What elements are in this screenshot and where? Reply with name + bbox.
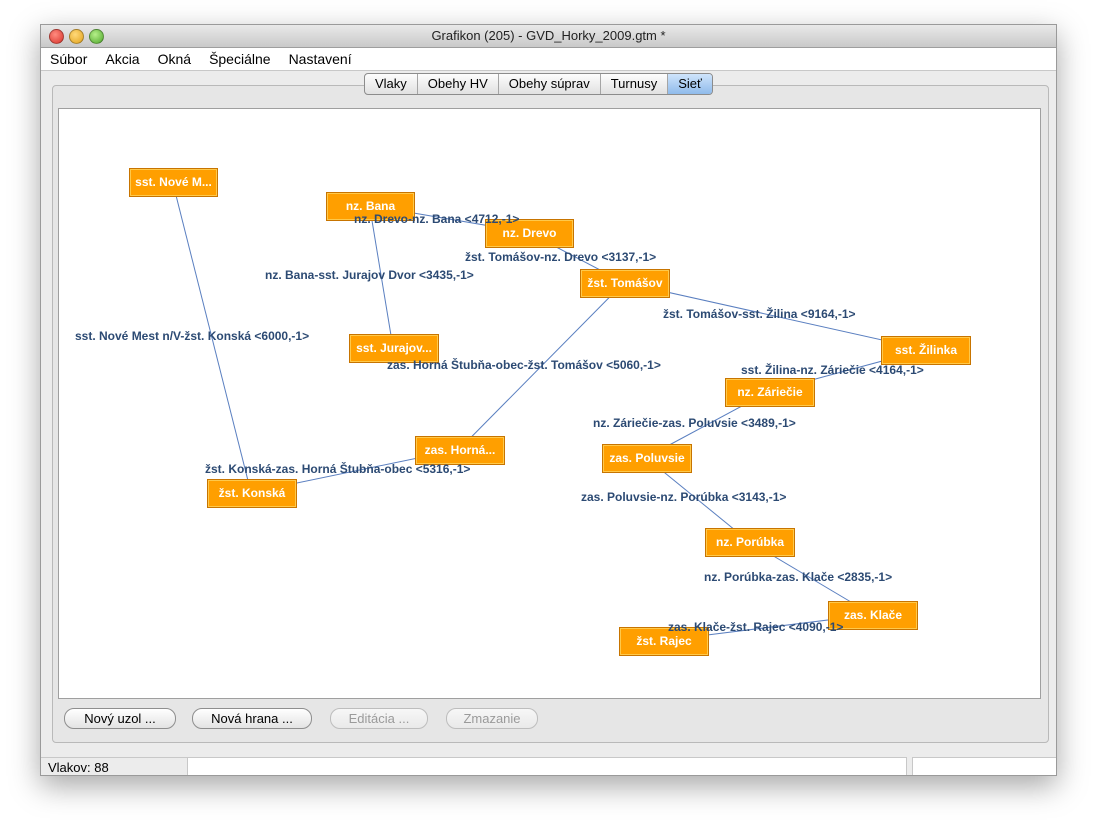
menu-nastaveni[interactable]: Nastavení xyxy=(288,51,352,67)
train-count-status: Vlakov: 88 xyxy=(41,757,188,775)
node-tomasov[interactable]: žst. Tomášov xyxy=(580,269,670,298)
menu-subor[interactable]: Súbor xyxy=(50,51,88,67)
node-konska[interactable]: žst. Konská xyxy=(207,479,297,508)
new-node-button[interactable]: Nový uzol ... xyxy=(64,708,176,729)
tab-obehy-hv[interactable]: Obehy HV xyxy=(418,74,499,94)
edge-label: zas. Klače-žst. Rajec <4090,-1> xyxy=(668,620,844,634)
edge-label: nz. Záriečie-zas. Poluvsie <3489,-1> xyxy=(593,416,796,430)
edge-label: žst. Tomášov-nz. Drevo <3137,-1> xyxy=(465,250,657,264)
app-window: Grafikon (205) - GVD_Horky_2009.gtm * Sú… xyxy=(40,24,1057,776)
menu-okna[interactable]: Okná xyxy=(157,51,192,67)
zoom-window-button[interactable] xyxy=(89,29,104,44)
node-nove-mesto[interactable]: sst. Nové M... xyxy=(129,168,218,197)
tab-siet[interactable]: Sieť xyxy=(668,74,712,94)
edge-label: zas. Horná Štubňa-obec-žst. Tomášov <506… xyxy=(387,358,661,372)
edge-label: nz. Drevo-nz. Bana <4712,-1> xyxy=(354,212,520,226)
node-porubka[interactable]: nz. Porúbka xyxy=(705,528,795,557)
close-window-button[interactable] xyxy=(49,29,64,44)
node-jurajov[interactable]: sst. Jurajov... xyxy=(349,334,439,363)
status-panel-right xyxy=(912,757,1056,775)
tab-vlaky[interactable]: Vlaky xyxy=(365,74,418,94)
delete-button: Zmazanie xyxy=(446,708,538,729)
edge-label: zas. Poluvsie-nz. Porúbka <3143,-1> xyxy=(581,490,787,504)
node-zilinka[interactable]: sst. Žilinka xyxy=(881,336,971,365)
new-edge-button[interactable]: Nová hrana ... xyxy=(192,708,312,729)
edge-label: žst. Tomášov-sst. Žilina <9164,-1> xyxy=(663,307,856,321)
tab-obehy-suprav[interactable]: Obehy súprav xyxy=(499,74,601,94)
node-klace[interactable]: zas. Klače xyxy=(828,601,918,630)
edge-label: nz. Porúbka-zas. Klače <2835,-1> xyxy=(704,570,893,584)
edge-label: žst. Konská-zas. Horná Štubňa-obec <5316… xyxy=(205,462,471,476)
edit-button: Editácia ... xyxy=(330,708,428,729)
node-drevo[interactable]: nz. Drevo xyxy=(485,219,574,248)
status-panel xyxy=(187,757,907,775)
edge-line[interactable] xyxy=(369,205,394,348)
node-zariecie[interactable]: nz. Záriečie xyxy=(725,378,815,407)
node-rajec[interactable]: žst. Rajec xyxy=(619,627,709,656)
edge-label: sst. Nové Mest n/V-žst. Konská <6000,-1> xyxy=(75,329,310,343)
edge-line[interactable] xyxy=(623,282,926,350)
edge-line[interactable] xyxy=(172,181,252,493)
title-bar[interactable]: Grafikon (205) - GVD_Horky_2009.gtm * xyxy=(41,25,1056,48)
node-poluvsie[interactable]: zas. Poluvsie xyxy=(602,444,692,473)
minimize-window-button[interactable] xyxy=(69,29,84,44)
node-horna[interactable]: zas. Horná... xyxy=(415,436,505,465)
window-title: Grafikon (205) - GVD_Horky_2009.gtm * xyxy=(431,28,666,43)
tab-turnusy[interactable]: Turnusy xyxy=(601,74,669,94)
edge-line[interactable] xyxy=(458,282,625,450)
menu-specialne[interactable]: Špeciálne xyxy=(209,51,271,67)
edge-label: sst. Žilina-nz. Záriečie <4164,-1> xyxy=(741,363,924,377)
tab-bar: Vlaky Obehy HV Obehy súprav Turnusy Sieť xyxy=(364,73,713,95)
menu-akcia[interactable]: Akcia xyxy=(105,51,140,67)
node-bana[interactable]: nz. Bana xyxy=(326,192,415,221)
menu-bar: Súbor Akcia Okná Špeciálne Nastavení xyxy=(41,48,1056,71)
edge-label: nz. Bana-sst. Jurajov Dvor <3435,-1> xyxy=(265,268,474,282)
